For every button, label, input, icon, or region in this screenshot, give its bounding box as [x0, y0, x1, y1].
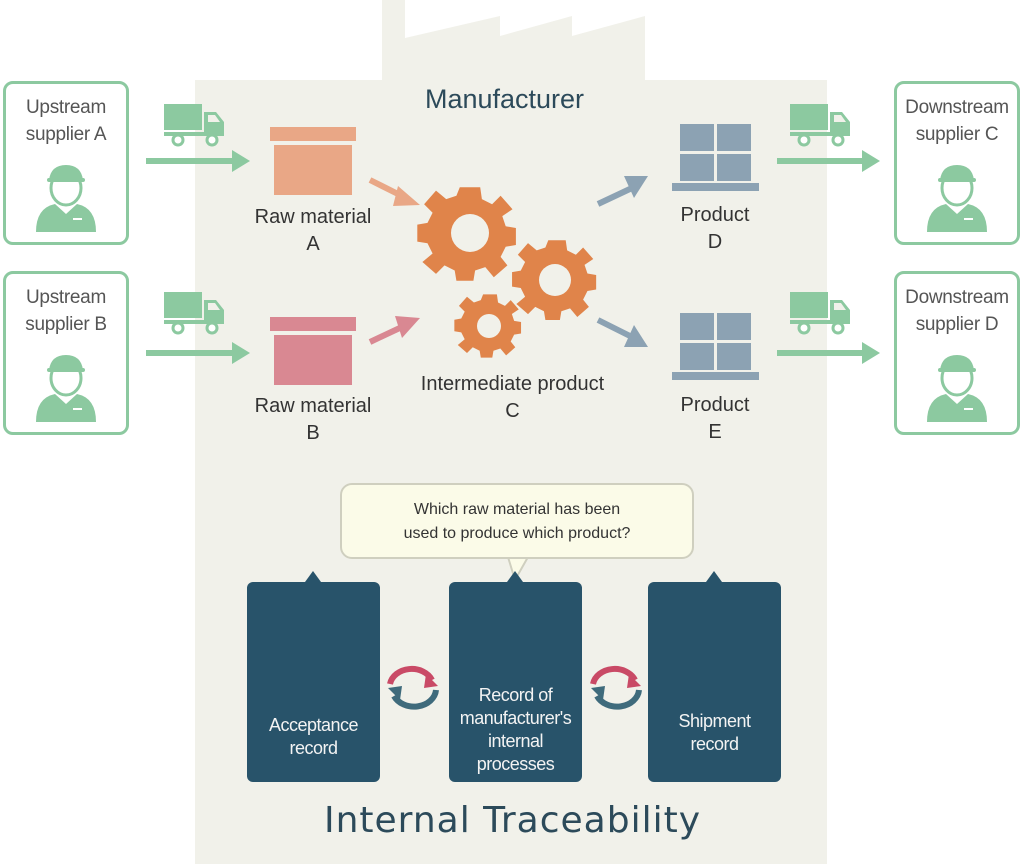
upstream-supplier-b: Upstream supplier B — [3, 271, 129, 435]
record-card-shipment: Shipment record — [648, 571, 781, 782]
downstream-supplier-c: Downstream supplier C — [894, 81, 1020, 245]
supplier-label: Downstream supplier D — [905, 287, 1009, 335]
truck-icon — [788, 290, 852, 335]
person-icon — [927, 355, 987, 422]
gears-icon — [417, 187, 597, 358]
raw-material-a-label: Raw material A — [254, 206, 372, 255]
product-d-label: Product D — [680, 204, 750, 253]
downstream-supplier-d: Downstream supplier D — [894, 271, 1020, 435]
truck-icon — [788, 102, 852, 147]
internal-traceability-title: Internal Traceability — [323, 800, 702, 841]
person-icon — [927, 165, 987, 232]
card-notch — [305, 571, 321, 582]
raw-material-b-label: Raw material B — [254, 395, 372, 444]
record-card-internal-processes: Record of manufacturer's internal proces… — [449, 571, 582, 782]
record-label: Record of manufacturer's internal proces… — [459, 685, 572, 774]
arrow-raw-b-to-intermediate — [368, 316, 420, 345]
product-e-label: Product E — [680, 394, 750, 443]
person-icon — [36, 355, 96, 422]
arrow-product-d-to-supplier-c — [777, 150, 880, 172]
question-bubble: Which raw material has been used to prod… — [340, 483, 694, 559]
record-label: Acceptance record — [268, 715, 359, 758]
arrow-raw-a-to-intermediate — [368, 177, 420, 206]
record-label: Shipment record — [678, 711, 751, 754]
record-card-acceptance: Acceptance record — [247, 571, 380, 782]
arrow-product-e-to-supplier-d — [777, 342, 880, 364]
supplier-label: Downstream supplier C — [905, 97, 1009, 145]
truck-icon — [162, 102, 226, 147]
supplier-label: Upstream supplier B — [25, 287, 107, 335]
card-notch — [706, 571, 722, 582]
pallet-icon-product-e — [672, 313, 759, 380]
box-icon-raw-b — [270, 317, 356, 385]
upstream-supplier-a: Upstream supplier A — [3, 81, 129, 245]
truck-icon — [162, 290, 226, 335]
cycle-arrows-icon — [591, 669, 641, 707]
arrow-supplier-a-to-raw-a — [146, 150, 250, 172]
box-icon-raw-a — [270, 127, 356, 195]
arrow-intermediate-to-product-d — [596, 176, 648, 207]
manufacturer-title: Manufacturer — [424, 84, 585, 114]
supplier-label: Upstream supplier A — [25, 97, 107, 145]
person-icon — [36, 165, 96, 232]
cycle-arrows-icon — [388, 669, 438, 707]
card-notch — [507, 571, 523, 582]
arrow-intermediate-to-product-e — [596, 317, 648, 347]
pallet-icon-product-d — [672, 124, 759, 191]
arrow-supplier-b-to-raw-b — [146, 342, 250, 364]
intermediate-product-label: Intermediate product C — [420, 373, 605, 422]
